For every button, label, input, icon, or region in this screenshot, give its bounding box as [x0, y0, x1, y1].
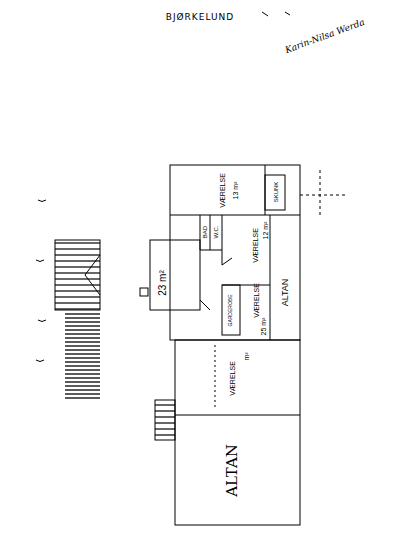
room-label: ALTAN: [225, 444, 240, 497]
room-label: GARDEROBE: [228, 294, 233, 326]
area-label: 12 m²: [263, 221, 270, 239]
room-label: VÆRELSE: [229, 361, 236, 396]
room-label: VÆRELSE: [219, 173, 226, 208]
room-label: SKUNK: [273, 182, 279, 203]
room-label: BAD: [202, 226, 208, 238]
plan-title: BJØRKELUND: [0, 12, 400, 22]
handwritten-note: Karin-Nilsa Werda: [284, 17, 366, 54]
area-label: 13 m²: [233, 181, 240, 199]
area-label: 23 m²: [158, 270, 168, 296]
room-label: VÆRELSE: [253, 283, 260, 318]
room-label: ALTAN: [282, 278, 291, 306]
room-label: VÆRELSE: [252, 228, 259, 263]
area-label: 25 m²: [261, 317, 268, 335]
area-label: m²: [242, 352, 249, 360]
room-label: W.C.: [212, 226, 218, 239]
